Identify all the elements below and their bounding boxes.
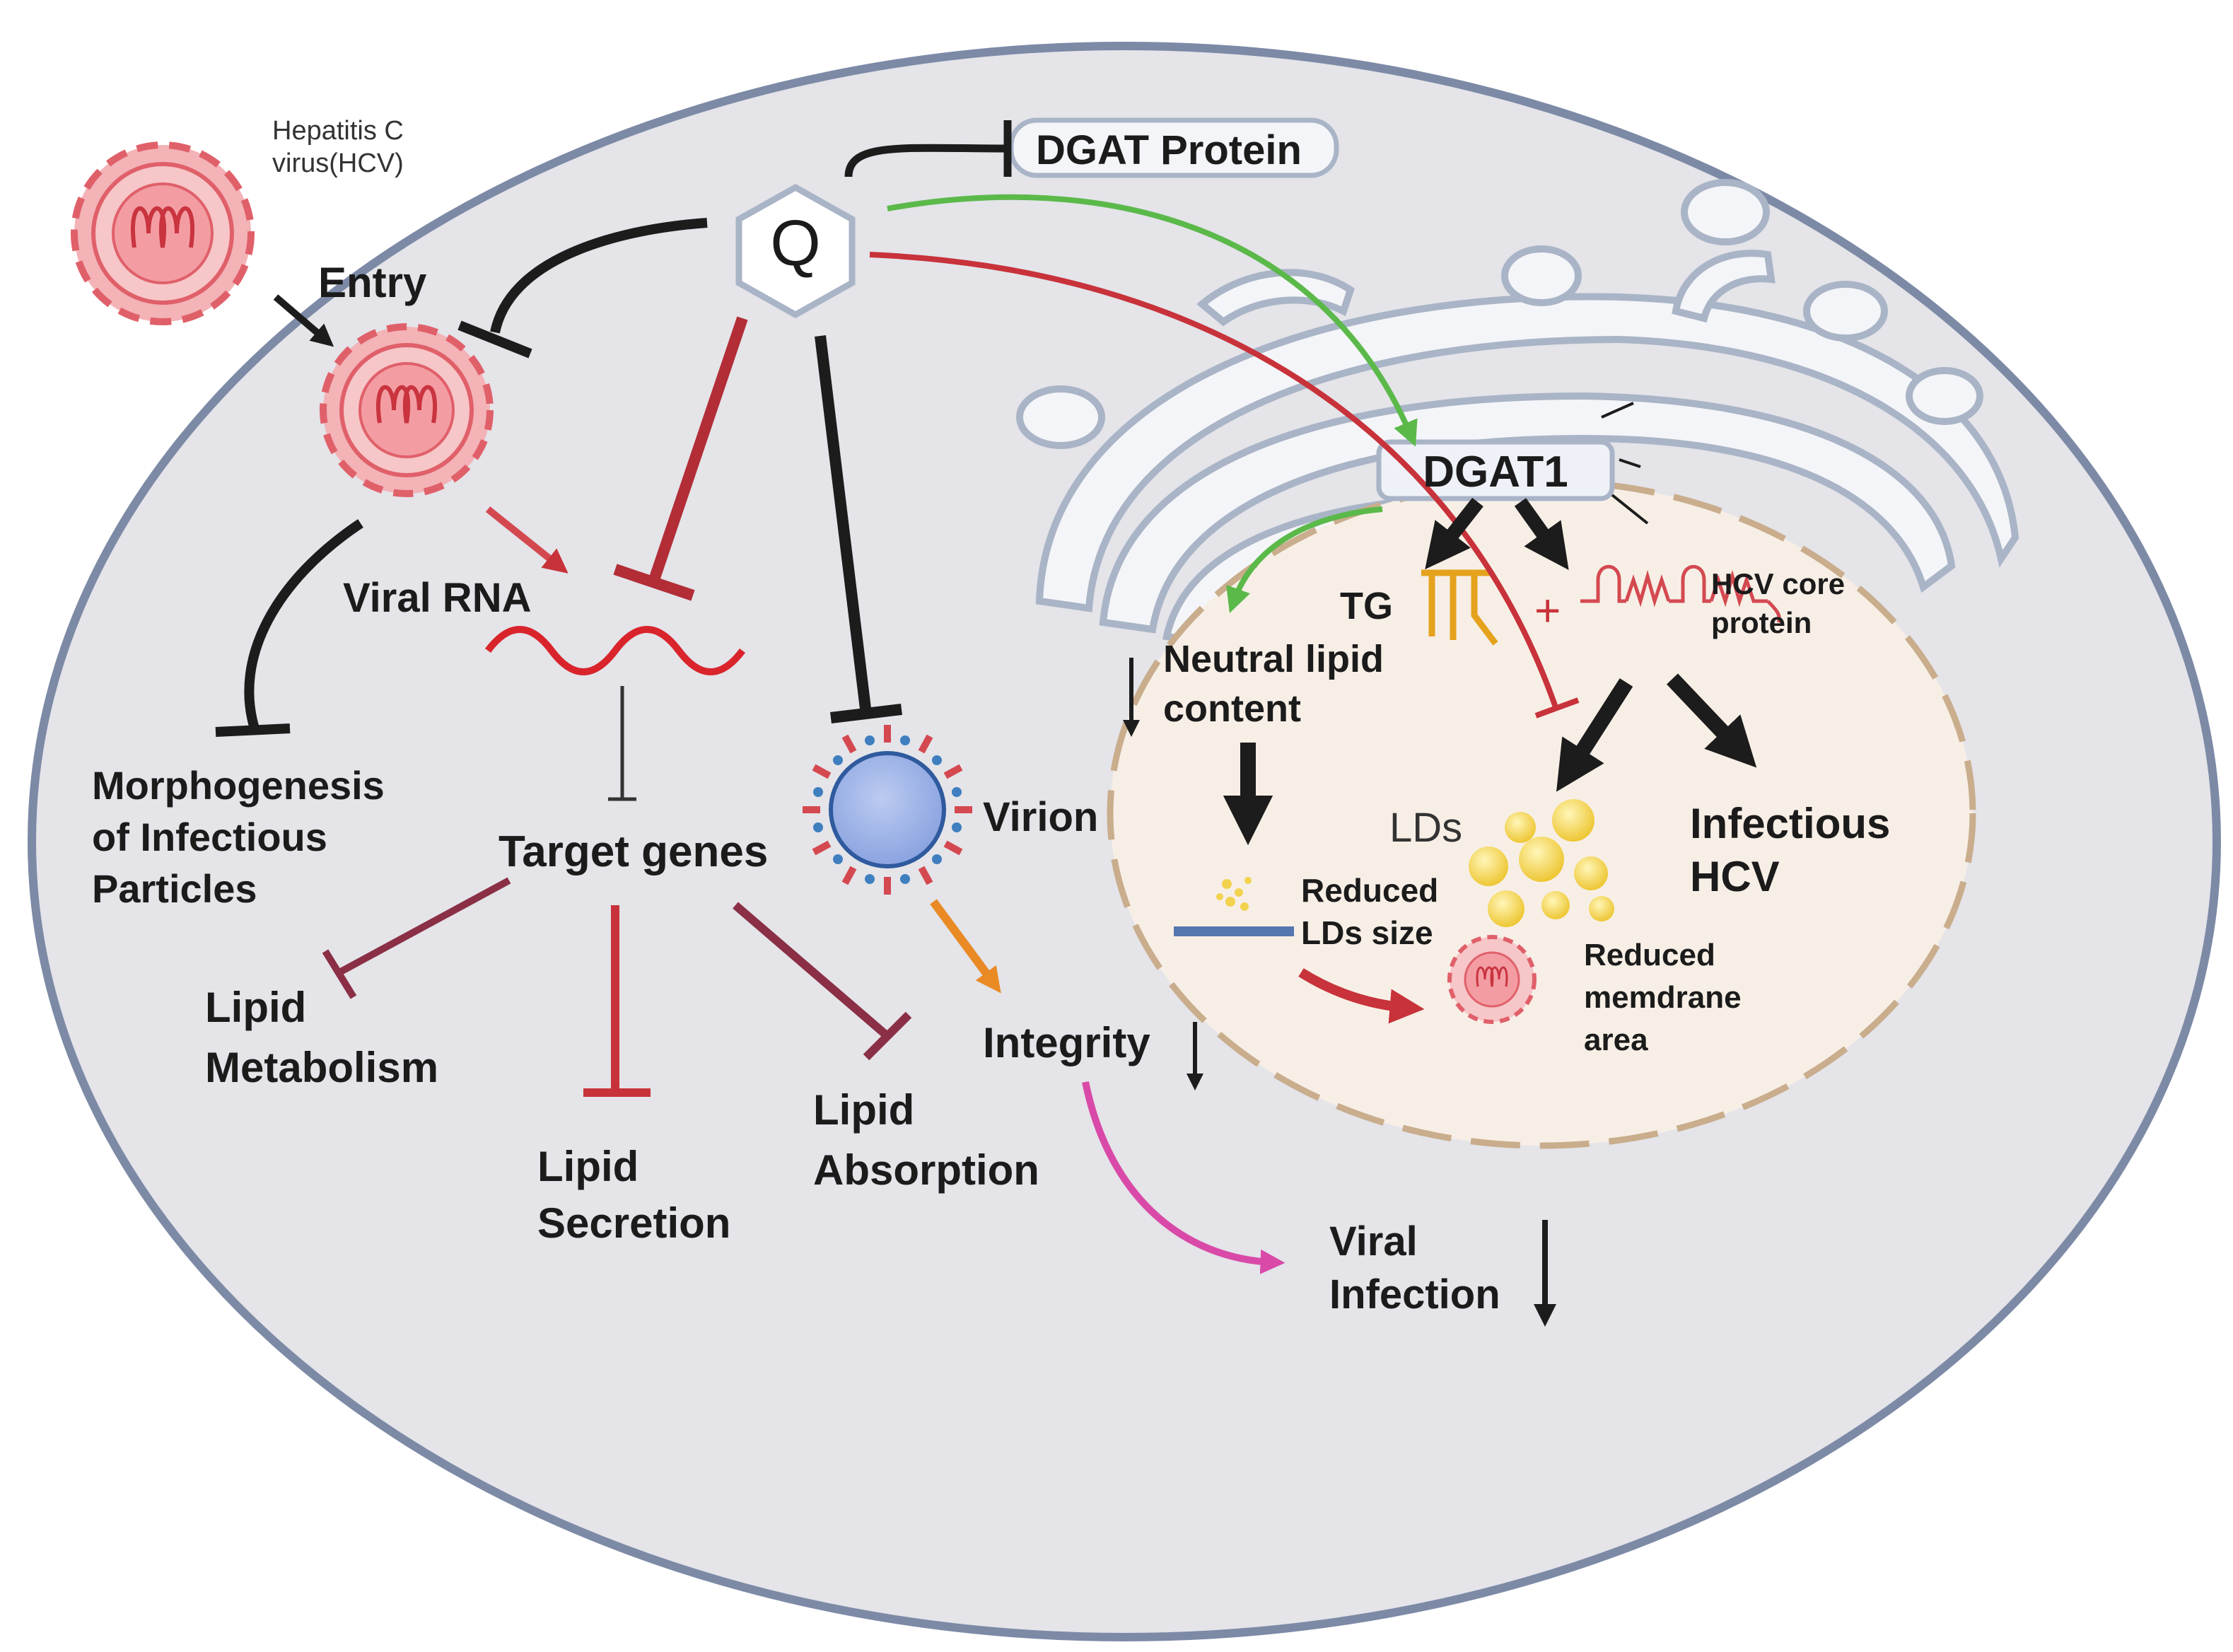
hcv-virus-icon <box>71 141 255 325</box>
hcv-small-virus-icon <box>1447 935 1537 1024</box>
infectious-hcv-line2: HCV <box>1690 853 1780 900</box>
inhibits-lipid-secretion <box>583 905 651 1097</box>
inhibits-lipid-absorption <box>733 902 912 1061</box>
dgat1-box <box>1376 439 1615 501</box>
target-genes-label: Target genes <box>499 827 768 876</box>
neutral-lipid-line2: content <box>1163 687 1301 730</box>
hcv-label-line2: virus(HCV) <box>272 149 404 178</box>
viral-infection-line1: Viral <box>1329 1218 1418 1264</box>
lipid-metabolism-line2: Metabolism <box>205 1044 438 1091</box>
hcv-core-protein-icon <box>1580 564 1781 624</box>
virion-icon <box>803 725 972 895</box>
integrity-label: Integrity <box>983 1019 1150 1066</box>
core-to-infectious-hcv-arrow <box>1667 673 1757 768</box>
dgat1-ticks <box>1601 402 1649 525</box>
reduced-lds-line2: LDs size <box>1301 914 1433 951</box>
q-activates-dgat1 <box>887 194 1418 447</box>
q-label: Q <box>770 207 821 279</box>
lds-to-membrane-arrow <box>1298 968 1425 1024</box>
virus-to-rna-arrow <box>485 506 569 574</box>
integrity-to-infection-arrow <box>1082 1081 1285 1274</box>
reduced-membrane-line3: area <box>1584 1023 1648 1057</box>
infectious-hcv-line1: Infectious <box>1690 800 1890 847</box>
morphogenesis-line1: Morphogenesis <box>92 763 385 808</box>
hcv-core-line2: protein <box>1711 606 1812 639</box>
lds-label: LDs <box>1389 805 1462 851</box>
lipid-absorption-line2: Absorption <box>813 1146 1039 1194</box>
reduced-membrane-line1: Reduced <box>1584 938 1715 972</box>
q-hexagon-icon <box>735 183 856 319</box>
plus-label: + <box>1534 585 1561 636</box>
q-inhibits-entry <box>457 218 708 359</box>
q-inhibits-lds <box>869 252 1580 719</box>
triglyceride-icon <box>1421 569 1498 646</box>
reduced-lds-line1: Reduced <box>1301 872 1438 909</box>
viral-infection-line2: Infection <box>1329 1272 1500 1317</box>
hcv-label-line1: Hepatitis C <box>272 116 404 146</box>
viral-rna-label: Viral RNA <box>343 575 531 621</box>
morphogenesis-line2: of Infectious <box>92 815 327 859</box>
lipid-metabolism-line1: Lipid <box>205 984 306 1031</box>
morphogenesis-line3: Particles <box>92 866 257 911</box>
dgat-protein-label: DGAT Protein <box>1036 127 1302 173</box>
reduced-lds-icon <box>1174 877 1294 936</box>
core-to-lds-arrow <box>1556 678 1633 792</box>
entry-arrow <box>273 294 334 347</box>
neutral-lipid-line1: Neutral lipid <box>1163 638 1384 680</box>
lipid-absorption-line1: Lipid <box>813 1086 914 1134</box>
rna-wave-icon <box>485 626 745 675</box>
rna-inhibits-target-genes <box>608 686 636 801</box>
lipid-secretion-line2: Secretion <box>537 1199 730 1247</box>
dgat1-to-neutral-lipid-arrow <box>1226 506 1383 613</box>
lipid-secretion-line1: Lipid <box>537 1143 639 1190</box>
dgat1-label: DGAT1 <box>1423 448 1568 496</box>
q-inhibits-dgat-protein <box>844 120 1012 178</box>
tg-label: TG <box>1340 585 1393 627</box>
reduced-membrane-line2: memdrane <box>1584 980 1742 1015</box>
virion-label: Virion <box>983 794 1098 840</box>
q-inhibits-virion <box>815 335 902 723</box>
virus-inhibits-morphogenesis <box>215 519 363 737</box>
entry-label: Entry <box>318 259 427 306</box>
lipid-droplets-icon <box>1469 799 1614 927</box>
virion-to-integrity-arrow <box>930 899 1001 994</box>
dgat1-to-tg-arrow <box>1425 497 1483 570</box>
q-inhibits-viral-rna <box>613 316 748 601</box>
dgat1-to-hcv-core-arrow <box>1514 498 1569 571</box>
inhibits-lipid-metabolism <box>322 877 511 999</box>
hcv-core-line1: HCV core <box>1711 567 1845 600</box>
hcv-entered-virus-icon <box>320 323 494 497</box>
